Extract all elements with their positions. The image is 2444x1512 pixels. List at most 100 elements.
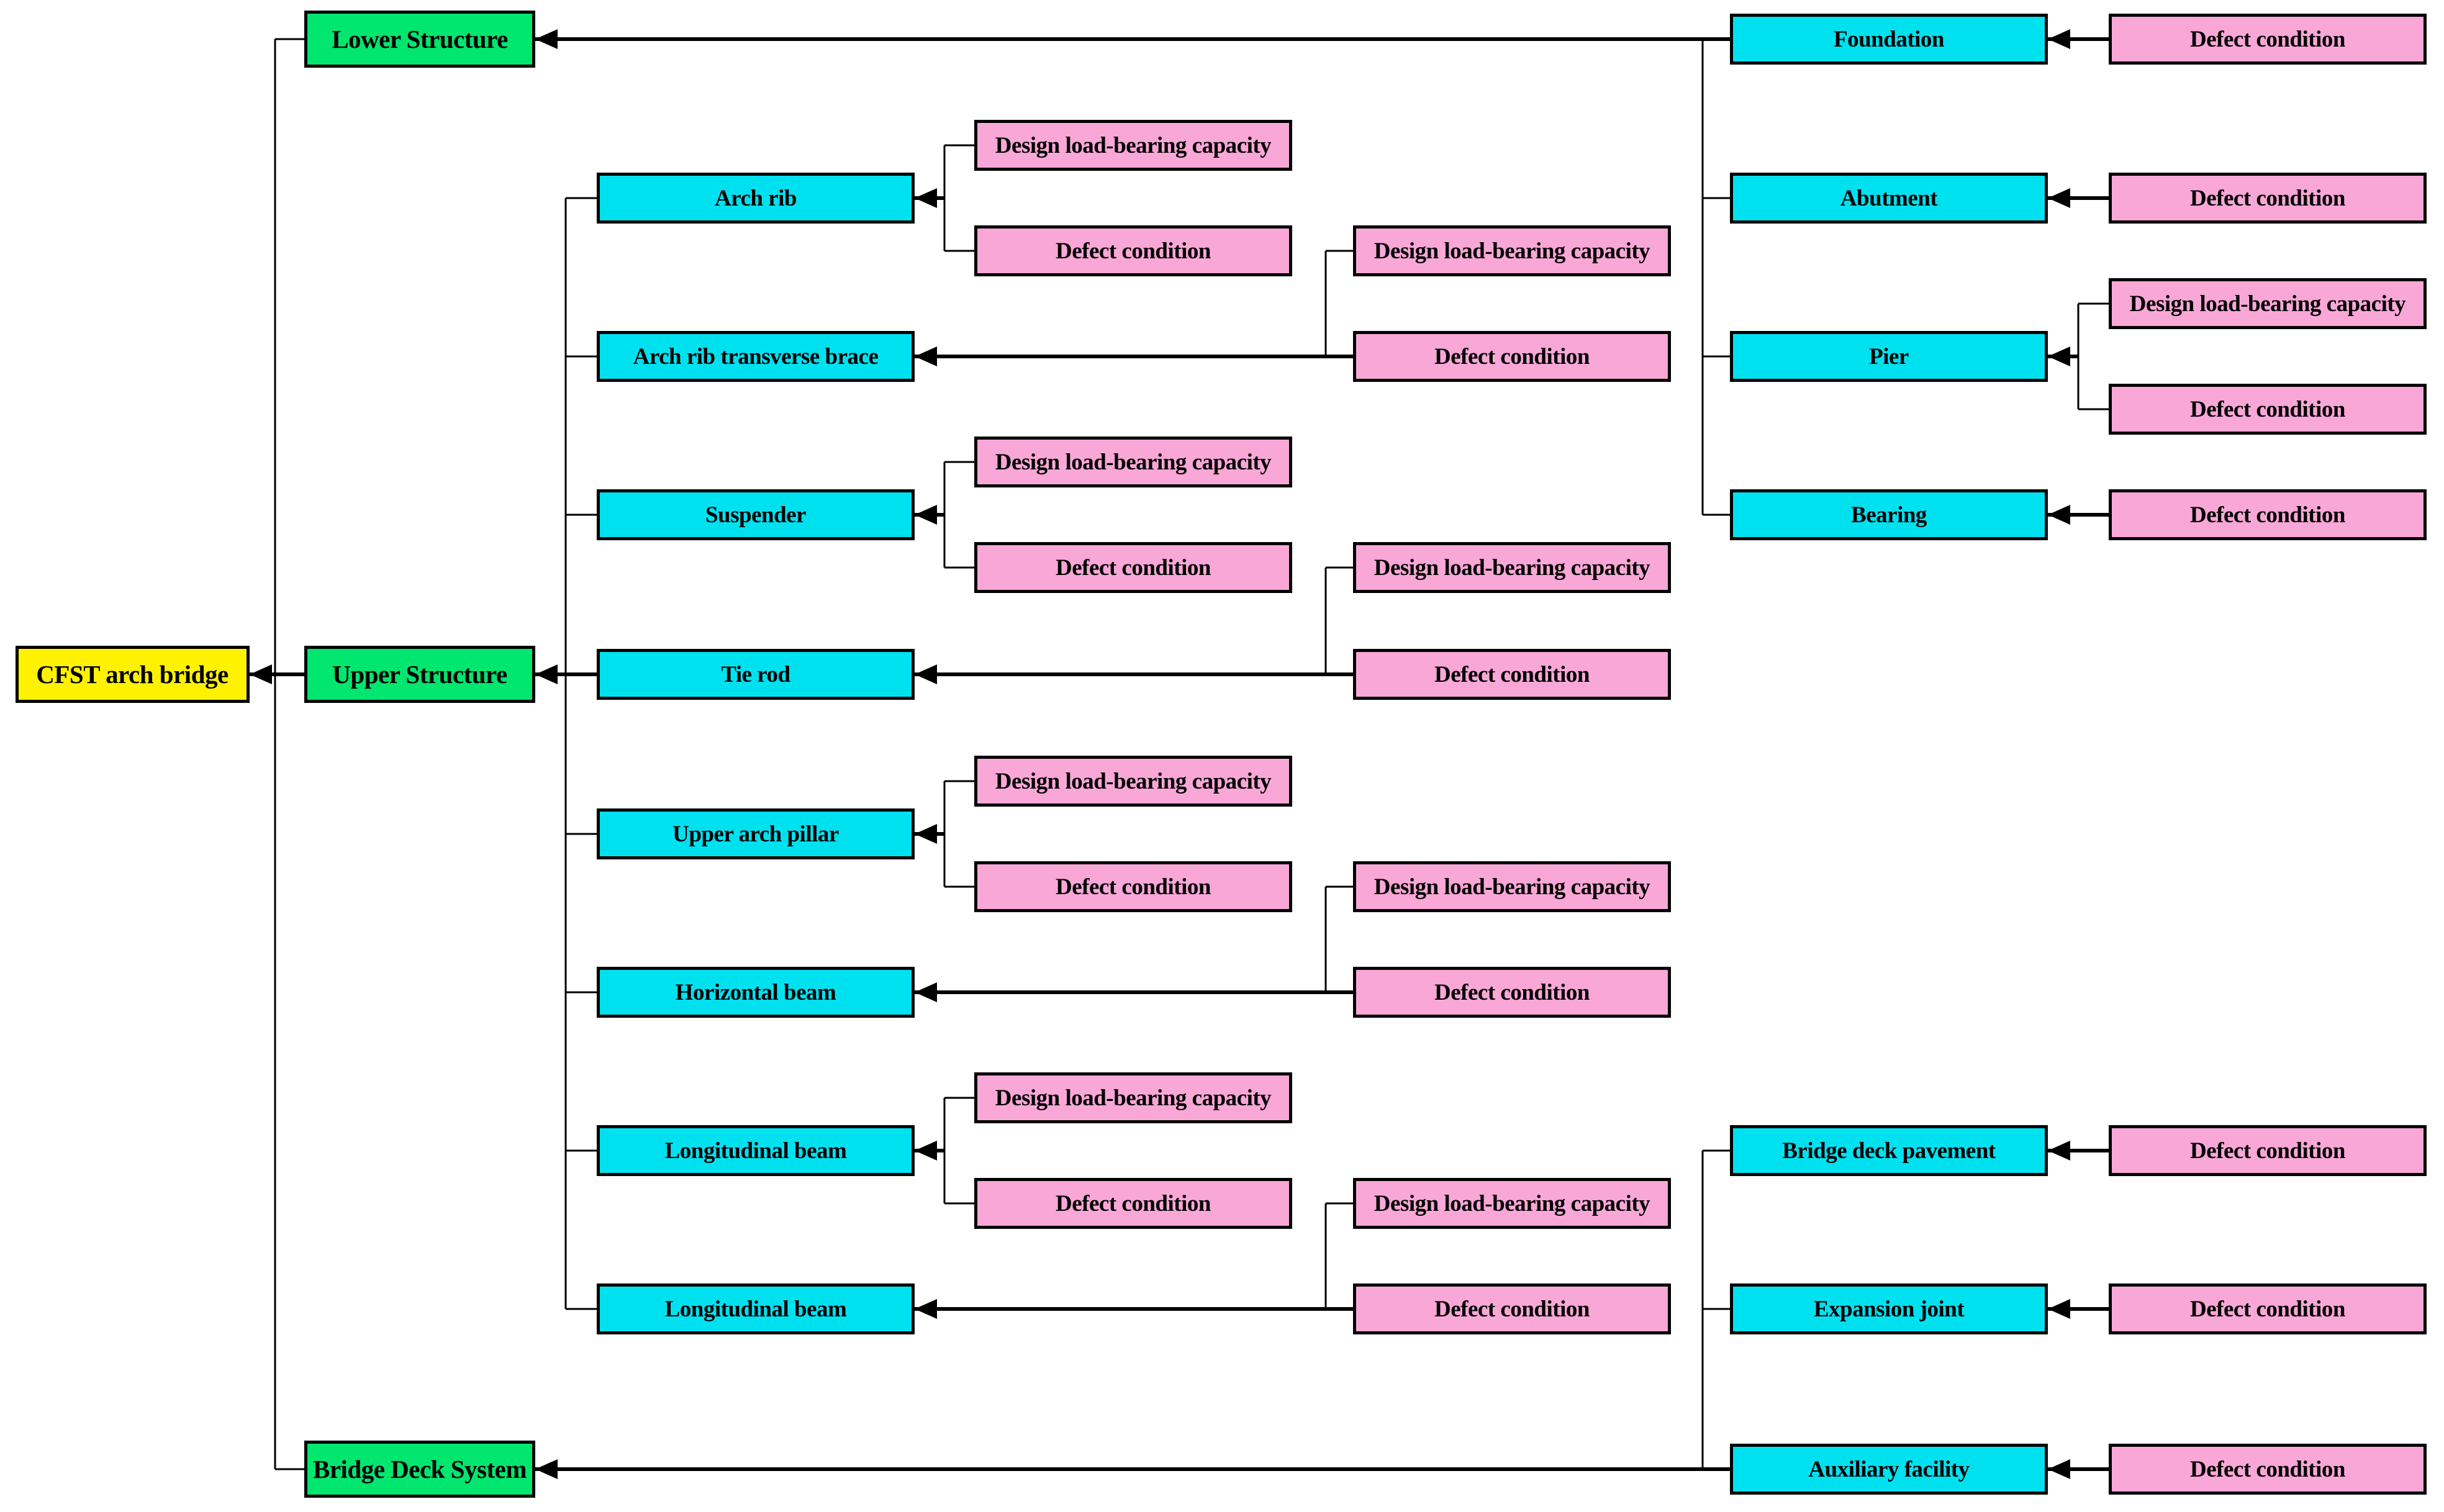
arrowhead-icon <box>2048 188 2070 208</box>
node-label: Defect condition <box>2190 502 2345 528</box>
node-abutment-defect: Defect condition <box>2109 173 2427 224</box>
node-foundation: Foundation <box>1730 14 2048 65</box>
node-label: Longitudinal beam <box>664 1138 847 1164</box>
node-suspender-defect: Defect condition <box>974 542 1292 593</box>
node-label: Defect condition <box>1434 661 1590 687</box>
arrowhead-icon <box>250 664 272 684</box>
node-pillar-defect: Defect condition <box>974 861 1292 912</box>
node-foundation-defect: Defect condition <box>2109 14 2427 65</box>
node-label: Design load-bearing capacity <box>1374 555 1650 581</box>
node-label: Design load-bearing capacity <box>1374 874 1650 900</box>
node-tie-rod-design: Design load-bearing capacity <box>1353 542 1671 593</box>
node-label: Design load-bearing capacity <box>995 1085 1272 1111</box>
node-brace-design: Design load-bearing capacity <box>1353 225 1671 276</box>
arrowhead-icon <box>2048 346 2070 366</box>
node-label: Expansion joint <box>1813 1296 1965 1322</box>
node-label: Arch rib <box>714 185 797 211</box>
arrowhead-icon <box>915 824 937 844</box>
node-label: Defect condition <box>1056 555 1211 581</box>
node-label: Defect condition <box>2190 396 2345 422</box>
node-pavement-defect: Defect condition <box>2109 1125 2427 1176</box>
node-bearing-defect: Defect condition <box>2109 489 2427 540</box>
node-label: Defect condition <box>2190 1296 2345 1322</box>
node-brace-defect: Defect condition <box>1353 331 1671 382</box>
node-label: Design load-bearing capacity <box>1374 1190 1650 1216</box>
node-root: CFST arch bridge <box>15 646 250 703</box>
arrowhead-icon <box>915 1141 937 1161</box>
node-longitudinal-beam-1: Longitudinal beam <box>597 1125 915 1176</box>
node-lower: Lower Structure <box>304 11 535 68</box>
node-label: Design load-bearing capacity <box>1374 238 1650 264</box>
node-auxiliary: Auxiliary facility <box>1730 1444 2048 1495</box>
node-pier: Pier <box>1730 331 2048 382</box>
node-label: Defect condition <box>1434 979 1590 1005</box>
node-label: Defect condition <box>2190 1456 2345 1482</box>
node-pavement: Bridge deck pavement <box>1730 1125 2048 1176</box>
arrowhead-icon <box>535 664 558 684</box>
node-label: Defect condition <box>1434 343 1590 369</box>
arrowhead-icon <box>2048 1299 2070 1319</box>
node-longitudinal-beam-2: Longitudinal beam <box>597 1283 915 1334</box>
node-label: Tie rod <box>721 661 790 687</box>
node-abutment: Abutment <box>1730 173 2048 224</box>
arrowhead-icon <box>2048 1141 2070 1161</box>
node-arch-rib-brace: Arch rib transverse brace <box>597 331 915 382</box>
node-label: Longitudinal beam <box>664 1296 847 1322</box>
node-deck: Bridge Deck System <box>304 1441 535 1498</box>
node-pier-design: Design load-bearing capacity <box>2109 278 2427 329</box>
node-lbeam2-design: Design load-bearing capacity <box>1353 1178 1671 1229</box>
node-label: Design load-bearing capacity <box>2129 291 2406 317</box>
node-tie-rod: Tie rod <box>597 649 915 700</box>
node-label: Arch rib transverse brace <box>633 343 879 369</box>
node-upper-arch-pillar: Upper arch pillar <box>597 808 915 859</box>
arrowhead-icon <box>915 982 937 1002</box>
node-arch-rib-design: Design load-bearing capacity <box>974 120 1292 171</box>
arrowhead-icon <box>915 505 937 525</box>
node-horizontal-beam: Horizontal beam <box>597 967 915 1018</box>
arrowhead-icon <box>915 664 937 684</box>
node-label: Abutment <box>1840 185 1938 211</box>
arrowhead-icon <box>915 346 937 366</box>
node-label: CFST arch bridge <box>36 660 229 689</box>
node-label: Defect condition <box>2190 26 2345 52</box>
arrowhead-icon <box>915 1299 937 1319</box>
node-lbeam1-design: Design load-bearing capacity <box>974 1072 1292 1123</box>
node-hbeam-design: Design load-bearing capacity <box>1353 861 1671 912</box>
node-label: Lower Structure <box>332 25 508 53</box>
node-label: Bridge deck pavement <box>1782 1138 1996 1164</box>
node-label: Defect condition <box>1056 238 1211 264</box>
arrowhead-icon <box>535 1459 558 1479</box>
node-label: Defect condition <box>2190 185 2345 211</box>
node-label: Pier <box>1869 343 1909 369</box>
node-upper: Upper Structure <box>304 646 535 703</box>
arrowhead-icon <box>2048 505 2070 525</box>
node-label: Design load-bearing capacity <box>995 449 1272 475</box>
node-hbeam-defect: Defect condition <box>1353 967 1671 1018</box>
arrowhead-icon <box>2048 1459 2070 1479</box>
arrowhead-icon <box>915 188 937 208</box>
node-label: Foundation <box>1833 26 1945 52</box>
node-label: Defect condition <box>2190 1138 2345 1164</box>
node-pillar-design: Design load-bearing capacity <box>974 756 1292 807</box>
node-label: Suspender <box>705 502 807 528</box>
node-label: Bearing <box>1851 502 1927 528</box>
node-label: Design load-bearing capacity <box>995 132 1272 158</box>
node-lbeam2-defect: Defect condition <box>1353 1283 1671 1334</box>
arrowhead-icon <box>2048 29 2070 49</box>
arrowhead-icon <box>535 29 558 49</box>
node-pier-defect: Defect condition <box>2109 384 2427 435</box>
node-label: Defect condition <box>1056 874 1211 900</box>
node-label: Bridge Deck System <box>312 1455 527 1483</box>
node-label: Design load-bearing capacity <box>995 768 1272 794</box>
node-bearing: Bearing <box>1730 489 2048 540</box>
node-label: Defect condition <box>1056 1190 1211 1216</box>
node-auxiliary-defect: Defect condition <box>2109 1444 2427 1495</box>
node-arch-rib: Arch rib <box>597 173 915 224</box>
node-label: Defect condition <box>1434 1296 1590 1322</box>
node-arch-rib-defect: Defect condition <box>974 225 1292 276</box>
node-expansion-joint: Expansion joint <box>1730 1283 2048 1334</box>
node-label: Auxiliary facility <box>1808 1456 1970 1482</box>
node-label: Upper Structure <box>332 660 507 689</box>
